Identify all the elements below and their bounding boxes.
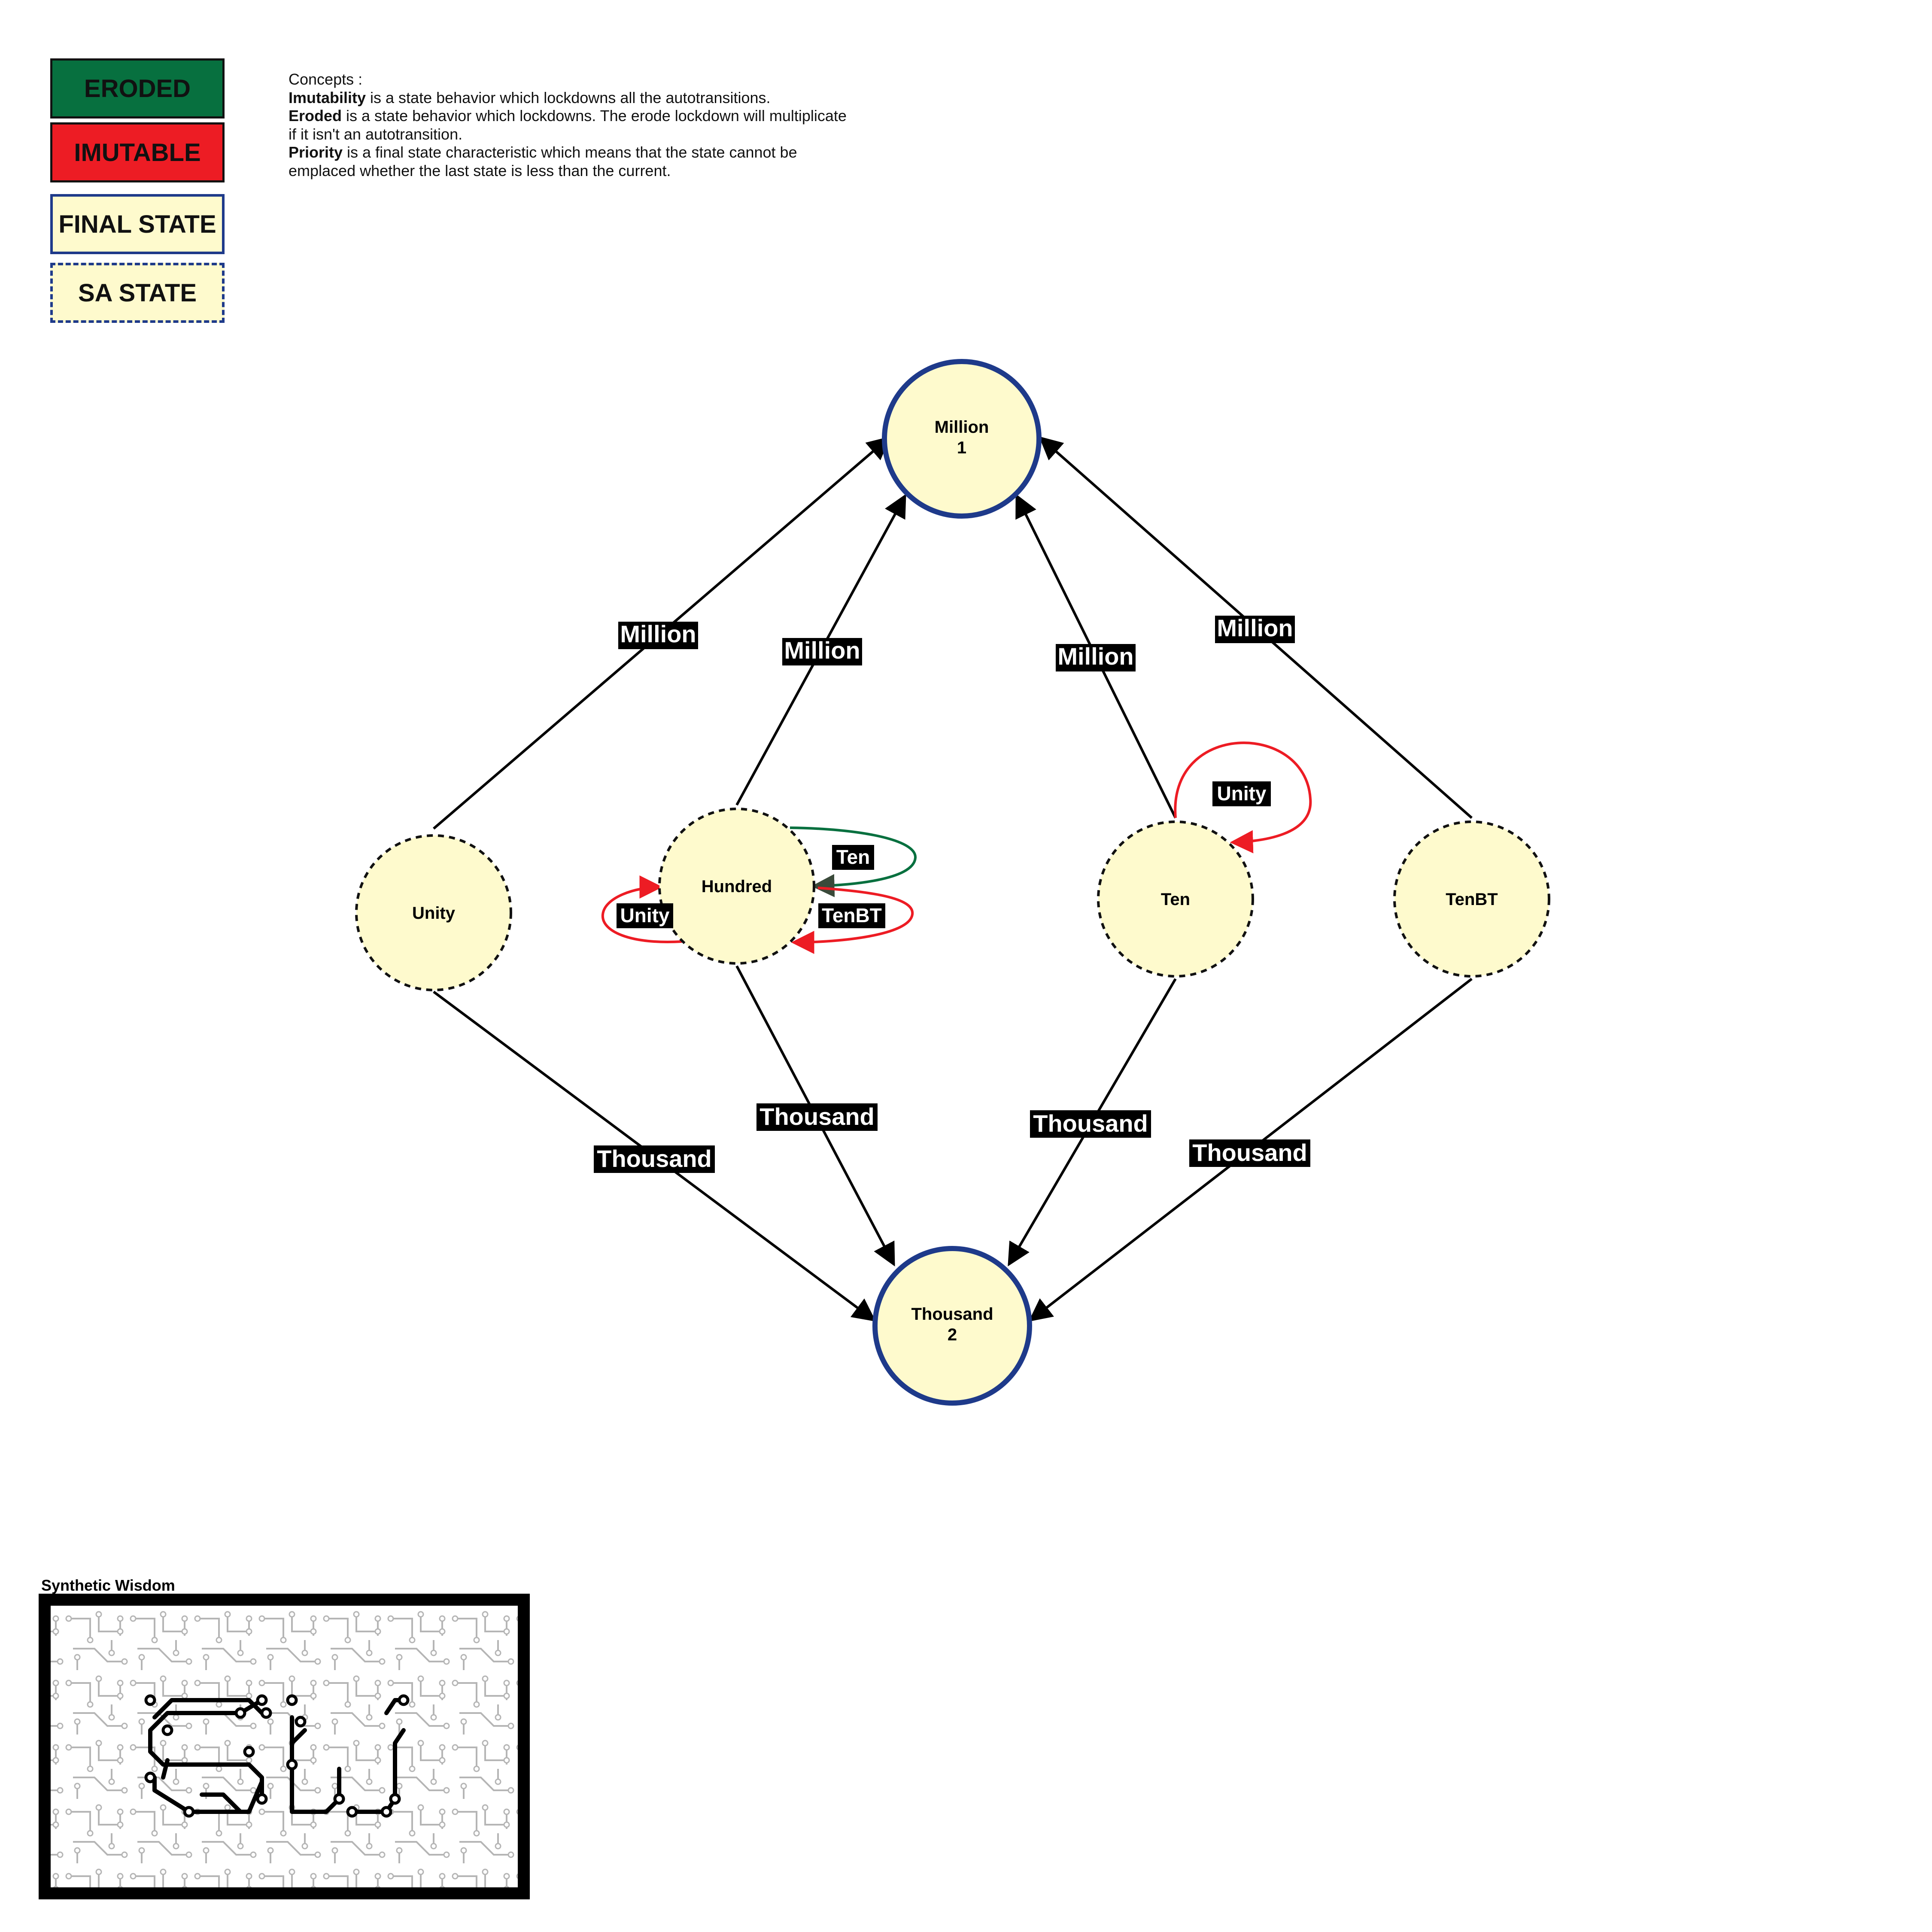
node-hundred[interactable]: Hundred bbox=[658, 808, 815, 965]
edge-hundred-ten-eroded bbox=[790, 826, 917, 897]
node-thousand-priority: 2 bbox=[948, 1325, 957, 1344]
label-hundred-thousand: Thousand bbox=[756, 1103, 878, 1131]
node-ten-name: Ten bbox=[1161, 890, 1190, 909]
label-hundred-million: Million bbox=[782, 637, 862, 665]
node-thousand[interactable]: Thousand 2 bbox=[872, 1246, 1032, 1406]
svg-text:Unity: Unity bbox=[1217, 782, 1267, 805]
svg-text:Thousand: Thousand bbox=[759, 1103, 875, 1130]
node-ten[interactable]: Ten bbox=[1097, 820, 1254, 978]
legend-final-state: FINAL STATE bbox=[50, 194, 225, 254]
label-hundred-tenbt: TenBT bbox=[818, 903, 885, 928]
legend-sa-state-label: SA STATE bbox=[78, 279, 197, 307]
svg-text:Million: Million bbox=[1057, 643, 1133, 670]
svg-text:Thousand: Thousand bbox=[1033, 1110, 1148, 1137]
svg-text:Unity: Unity bbox=[620, 904, 670, 927]
node-million-name: Million bbox=[935, 418, 989, 437]
svg-text:Million: Million bbox=[1217, 614, 1293, 641]
svg-text:Thousand: Thousand bbox=[1192, 1139, 1307, 1166]
svg-text:Million: Million bbox=[620, 620, 696, 647]
node-million-priority: 1 bbox=[957, 438, 966, 457]
legend-eroded-label: ERODED bbox=[84, 74, 191, 103]
concepts-heading: Concepts : bbox=[289, 70, 363, 88]
concept-priority: Priority is a final state characteristic… bbox=[289, 143, 797, 179]
node-tenbt-name: TenBT bbox=[1446, 890, 1498, 909]
node-unity-name: Unity bbox=[412, 904, 456, 923]
legend-eroded: ERODED bbox=[50, 58, 225, 118]
svg-text:TenBT: TenBT bbox=[822, 904, 882, 927]
node-million[interactable]: Million 1 bbox=[882, 359, 1042, 519]
label-ten-thousand: Thousand bbox=[1030, 1110, 1151, 1138]
concepts-text: Concepts : Imutability is a state behavi… bbox=[289, 70, 847, 180]
svg-text:Ten: Ten bbox=[836, 846, 870, 868]
legend-imutable: IMUTABLE bbox=[50, 122, 225, 182]
edge-hundred-unity bbox=[601, 875, 682, 943]
edge-ten-self-unity bbox=[1174, 741, 1312, 854]
concept-eroded: Eroded is a state behavior which lockdow… bbox=[289, 107, 847, 143]
node-thousand-name: Thousand bbox=[911, 1305, 993, 1324]
node-hundred-name: Hundred bbox=[702, 877, 772, 896]
logo-caption: Synthetic Wisdom bbox=[41, 1577, 175, 1594]
label-unity-million: Million bbox=[618, 620, 698, 649]
svg-text:Thousand: Thousand bbox=[597, 1145, 712, 1172]
label-unity-thousand: Thousand bbox=[594, 1145, 715, 1173]
label-hundred-ten: Ten bbox=[832, 845, 874, 870]
edge-hundred-tenbt bbox=[791, 887, 914, 954]
legend-sa-state: SA STATE bbox=[50, 263, 225, 323]
legend-final-state-label: FINAL STATE bbox=[58, 210, 216, 238]
legend-imutable-label: IMUTABLE bbox=[74, 138, 201, 167]
node-tenbt[interactable]: TenBT bbox=[1393, 820, 1550, 978]
label-tenbt-thousand: Thousand bbox=[1189, 1139, 1310, 1167]
label-ten-self-unity: Unity bbox=[1212, 781, 1271, 806]
label-hundred-unity: Unity bbox=[617, 903, 673, 928]
label-tenbt-million: Million bbox=[1215, 614, 1295, 643]
svg-text:Million: Million bbox=[784, 637, 860, 664]
concept-imutability: Imutability is a state behavior which lo… bbox=[289, 88, 771, 106]
logo-synthetic-wisdom bbox=[39, 1594, 530, 1899]
label-ten-million: Million bbox=[1056, 643, 1136, 671]
node-unity[interactable]: Unity bbox=[355, 834, 512, 991]
